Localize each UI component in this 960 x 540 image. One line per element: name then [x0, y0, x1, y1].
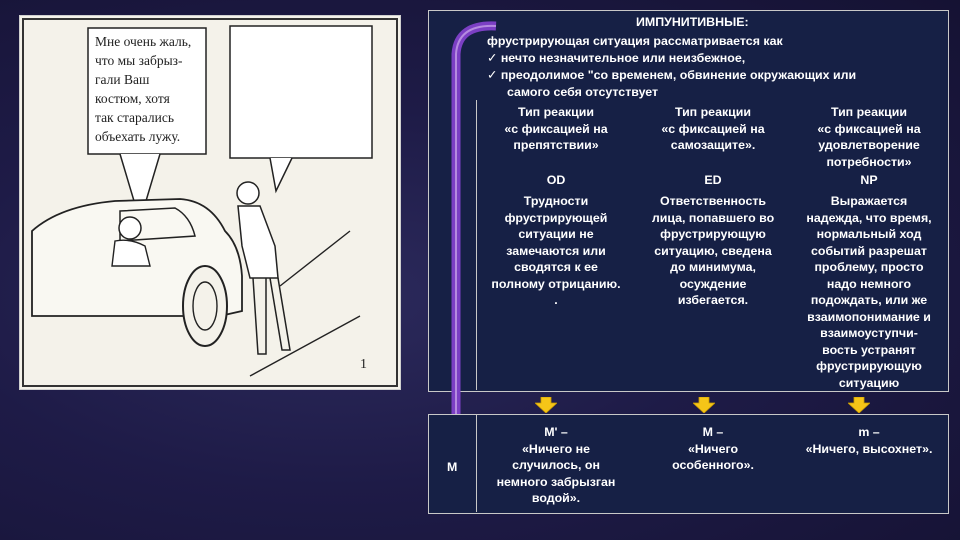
svg-text:гали Ваш: гали Ваш — [95, 72, 150, 87]
svg-text:что мы забрыз-: что мы забрыз- — [95, 53, 183, 68]
side-label: M — [447, 460, 458, 474]
col1-desc: Трудности фрустрирующей ситуации не заме… — [491, 194, 621, 307]
col3-code: NP — [860, 173, 878, 187]
panel-intro: фрустрирующая ситуация рассматривается к… — [487, 34, 783, 48]
arrow-down-icon — [535, 397, 557, 413]
svg-text:объехать лужу.: объехать лужу. — [95, 129, 180, 144]
col2-desc: Ответственность лица, попавшего во фруст… — [651, 194, 775, 307]
panel-title: ИМПУНИТИВНЫЕ: — [636, 15, 749, 29]
col3-desc: Выражается надежда, что время, нормальны… — [806, 194, 932, 390]
comic-drawing: 1 Мне очень жаль, что мы забрыз- гали Ва… — [22, 18, 398, 387]
col3-example: m – «Ничего, высохнет». — [805, 425, 933, 456]
speech-text: Мне очень жаль, что мы забрыз- гали Ваш … — [95, 34, 191, 144]
col2-code: ED — [704, 173, 722, 187]
svg-text:Мне очень жаль,: Мне очень жаль, — [95, 34, 191, 49]
comic-number: 1 — [360, 357, 367, 372]
col2-heading: Тип реакции «с фиксацией на самозащите». — [661, 105, 765, 152]
col3-heading: Тип реакции «с фиксацией на удовлетворен… — [817, 105, 921, 169]
col1-example: M' – «Ничего не случилось, он немного за… — [496, 425, 616, 505]
col2-example: M – «Ничего особенного». — [672, 425, 754, 472]
svg-text:костюм, хотя: костюм, хотя — [95, 91, 170, 106]
bullet-1: ✓ нечто незначительное или неизбежное, — [487, 51, 746, 65]
examples-divider — [476, 414, 477, 512]
bullet-3: самого себя отсутствует — [507, 85, 659, 99]
arrow-down-icon — [848, 397, 870, 413]
col1-heading: Тип реакции «с фиксацией на препятствии» — [504, 105, 608, 152]
svg-text:так старались: так старались — [95, 110, 174, 125]
impunitive-panel — [428, 10, 949, 392]
examples-panel — [428, 414, 949, 514]
arrow-down-icon — [693, 397, 715, 413]
col1-code: OD — [546, 173, 566, 187]
comic-illustration: 1 Мне очень жаль, что мы забрыз- гали Ва… — [19, 15, 401, 390]
bullet-2: ✓ преодолимое "со временем, обвинение ок… — [487, 68, 857, 82]
panel-divider — [476, 100, 477, 390]
